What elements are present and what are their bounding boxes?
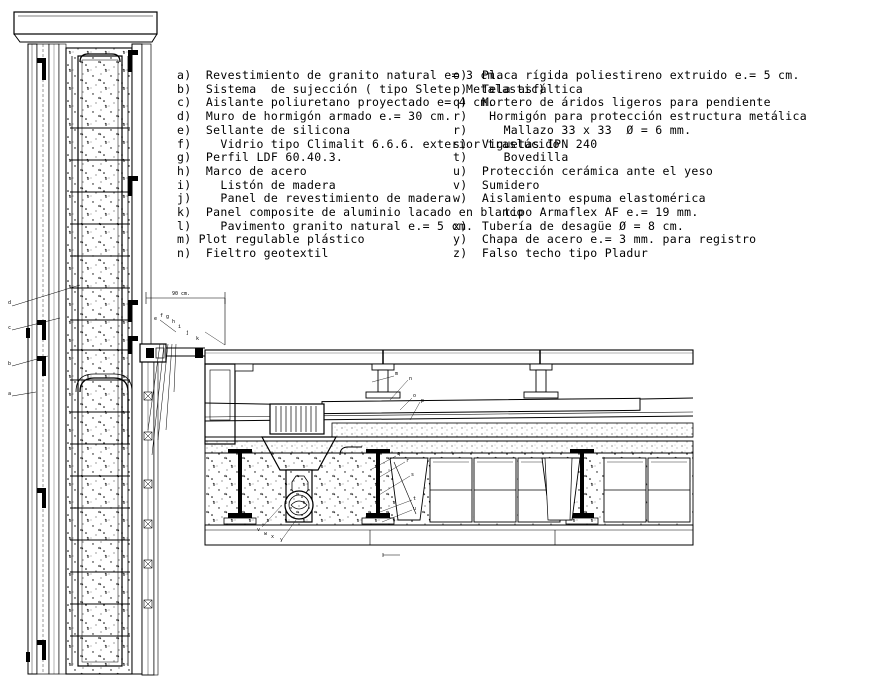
wall-rebar-stirrups — [70, 53, 133, 666]
callout-x: x — [271, 534, 275, 540]
callout-b: b — [8, 361, 12, 367]
legend-item: h) Marco de acero — [177, 163, 308, 178]
glazing-leader-lines — [147, 319, 177, 456]
legend-item: w) Aislamiento espuma elastomérica — [453, 191, 706, 206]
insulation-layer — [48, 43, 67, 675]
dimension-line — [145, 292, 226, 346]
legend-item: m) Plot regulable plástico — [177, 232, 365, 247]
legend-item: j) Panel de revestimiento de madera — [177, 191, 452, 206]
roof-layers — [204, 397, 694, 442]
callout-a: a — [8, 391, 12, 397]
callout-g: g — [166, 314, 170, 320]
callout-y: y — [280, 537, 284, 543]
legend-item: v) Sumidero — [453, 177, 540, 192]
callout-q: q — [397, 451, 401, 457]
callout-k: k — [196, 336, 200, 342]
wall-leader-lines — [11, 284, 81, 397]
callout-r: r — [406, 458, 410, 464]
legend-item: tipo Armaflex AF e.= 19 mm. — [453, 205, 699, 219]
lower-facade — [141, 359, 159, 676]
callout-m: m — [395, 371, 399, 377]
callout-t: t — [413, 496, 417, 502]
slab-leader-lines — [261, 375, 421, 539]
callout-s: s — [411, 472, 415, 478]
callout-h: h — [172, 319, 176, 325]
legend-item: d) Muro de hormigón armado e.= 30 cm. — [177, 109, 452, 124]
callout-n: n — [409, 376, 413, 382]
granite-paving — [204, 349, 694, 365]
callout-d: d — [8, 300, 12, 306]
legend-item: p) Tela asfáltica — [453, 81, 584, 96]
adjustable-pedestals — [365, 363, 559, 399]
legend-item: c) Aislante poliuretano proyectado e= 4 … — [177, 95, 495, 110]
callout-w: w — [264, 531, 268, 537]
legend-item: b) Sistema de sujección ( tipo Slete Met… — [177, 81, 546, 96]
legend-item: x) Tubería de desagüe Ø = 8 cm. — [453, 218, 685, 233]
legend-item: o) Placa rígida poliestireno extruido e.… — [453, 68, 800, 82]
callout-i: i — [178, 324, 182, 330]
callout-v: v — [257, 527, 261, 533]
callout-e: e — [154, 316, 158, 322]
legend-item: a) Revestimiento de granito natural e= 3… — [177, 68, 503, 82]
legend-item: s) Viguetas IPN 240 — [453, 136, 598, 151]
legend-item: f) Vidrio tipo Climalit 6.6.6. exterior … — [177, 136, 560, 151]
legend-item: y) Chapa de acero e.= 3 mm. para registr… — [453, 232, 757, 247]
false-ceiling — [204, 524, 694, 546]
legend-item: t) Bovedilla — [453, 150, 569, 165]
legend-item: g) Perfil LDF 60.40.3. — [177, 150, 344, 165]
dimension-label: 90 cm. — [172, 291, 191, 297]
callout-f: f — [160, 313, 164, 319]
cladding-brackets-right — [128, 50, 138, 354]
vault-blocks — [204, 446, 694, 526]
legend-item: k) Panel composite de aluminio lacado en… — [177, 205, 524, 219]
legend-item: n) Fieltro geotextil — [177, 246, 329, 261]
wall-coping — [13, 11, 158, 43]
concrete-wall — [65, 47, 133, 675]
callout-p: p — [421, 398, 425, 404]
callout-o: o — [413, 393, 417, 399]
steel-frame-junction — [139, 343, 205, 363]
legend-item: e) Sellante de silicona — [177, 122, 351, 137]
callout-j: j — [186, 330, 190, 336]
legend-item: i) Listón de madera — [177, 177, 336, 192]
legend-item: z) Falso techo tipo Pladur — [453, 246, 649, 261]
legend-item: l) Pavimento granito natural e.= 5 cm. — [177, 218, 474, 233]
callout-c: c — [8, 325, 12, 331]
legend-item: u) Protección cerámica ante el yeso — [453, 163, 714, 178]
callout-u: u — [413, 506, 417, 512]
legend-item: q) Mortero de áridos ligeros para pendie… — [453, 95, 771, 110]
legend-item: r) Hormigón para protección estructura m… — [453, 109, 807, 124]
concrete-topping — [204, 440, 694, 454]
legend-item: r) Mallazo 33 x 33 Ø = 6 mm. — [453, 122, 692, 137]
scale-mark — [382, 553, 400, 557]
